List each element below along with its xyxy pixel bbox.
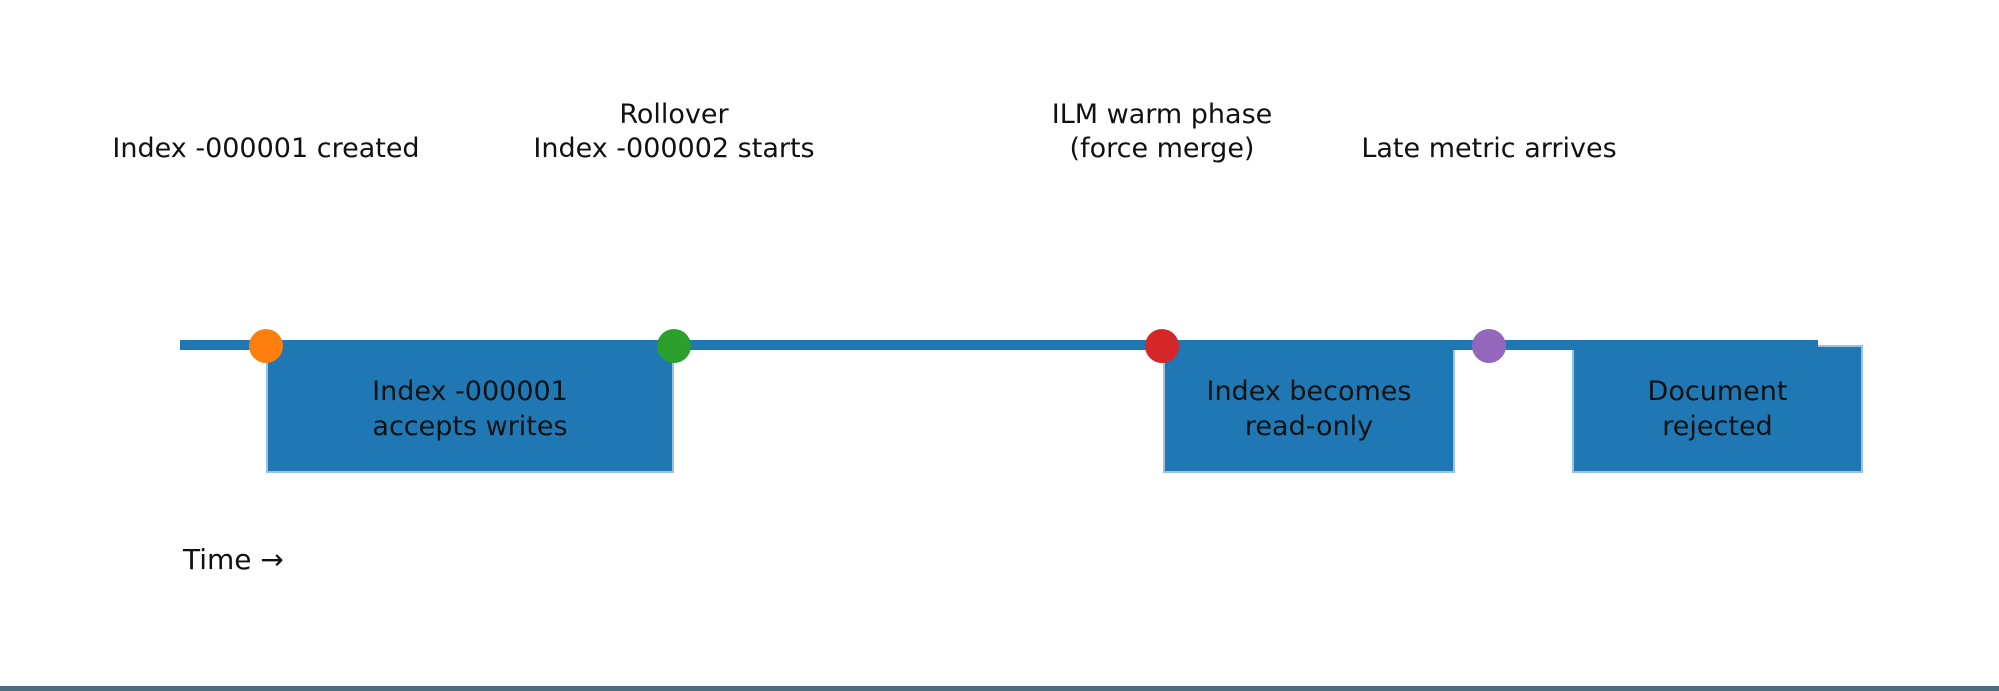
phase-box-document-rejected: Document rejected: [1572, 345, 1863, 473]
event-label-index-created: Index -000001 created: [112, 132, 419, 166]
phase-box-read-only: Index becomes read-only: [1163, 345, 1455, 473]
event-label-line: Index -000001 created: [112, 133, 420, 164]
green-event-dot-icon: [657, 329, 691, 363]
event-label-line: ILM warm phase: [1051, 99, 1273, 130]
event-label-line: Rollover: [619, 99, 729, 130]
event-label-ilm-warm-phase: ILM warm phase (force merge): [1052, 98, 1273, 166]
orange-event-dot-icon: [249, 329, 283, 363]
bottom-bar: [0, 686, 1999, 691]
event-label-line: Late metric arrives: [1361, 133, 1617, 164]
phase-box-accepts-writes: Index -000001 accepts writes: [266, 345, 674, 473]
phase-box-line: rejected: [1662, 411, 1773, 442]
time-axis-label: Time →: [183, 543, 284, 576]
red-event-dot-icon: [1145, 329, 1179, 363]
phase-box-line: accepts writes: [372, 411, 568, 442]
timeline-line: [180, 340, 1818, 350]
event-label-rollover: Rollover Index -000002 starts: [533, 98, 814, 166]
phase-box-line: read-only: [1244, 411, 1374, 442]
event-label-line: Index -000002 starts: [533, 133, 815, 164]
phase-box-line: Index -000001: [372, 376, 568, 407]
event-label-line: (force merge): [1069, 133, 1255, 164]
event-label-late-metric: Late metric arrives: [1361, 132, 1616, 166]
purple-event-dot-icon: [1472, 329, 1506, 363]
phase-box-line: Index becomes: [1206, 376, 1412, 407]
phase-box-line: Document: [1647, 376, 1788, 407]
